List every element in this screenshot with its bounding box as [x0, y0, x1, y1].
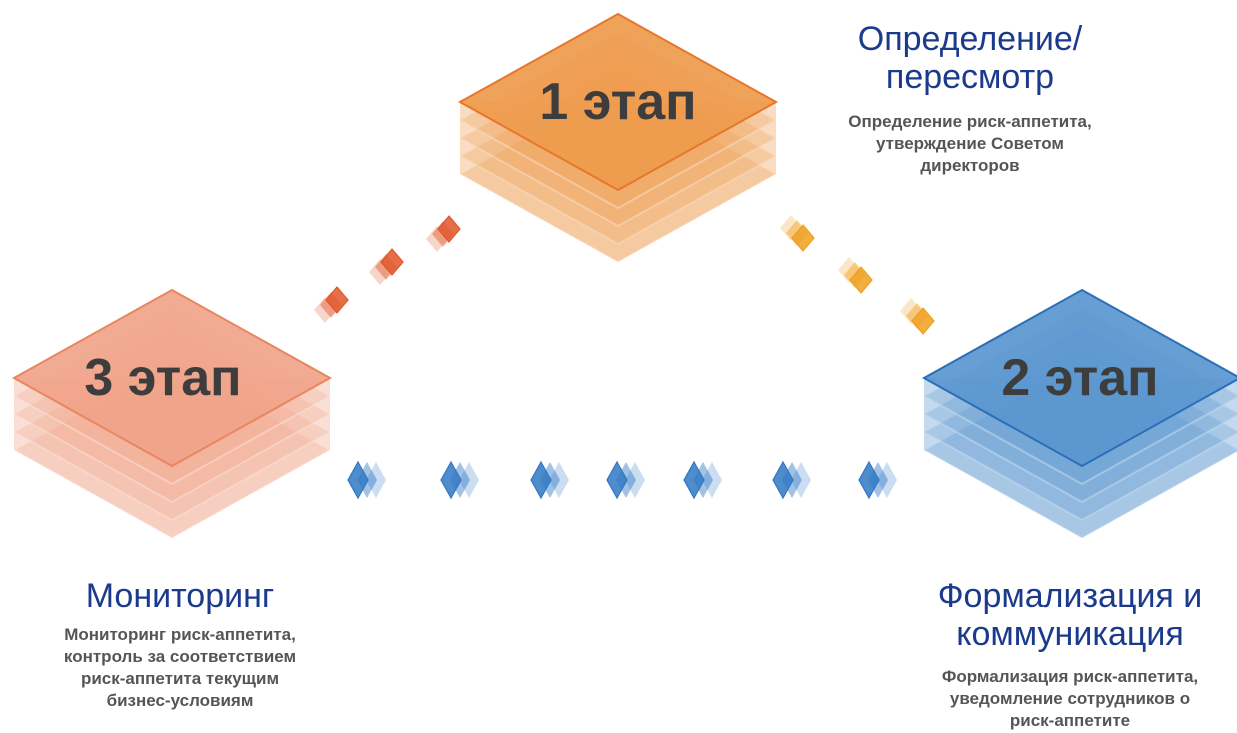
stage-2-desc-line: уведомление сотрудников о: [949, 689, 1191, 708]
connector-red-marker-shape: [380, 248, 404, 276]
stage-1-block: [457, 12, 779, 264]
stage-3-title-line: Мониторинг: [85, 577, 275, 615]
connector-blue-marker: [530, 460, 569, 500]
stage-1-block-top-face: [457, 12, 779, 192]
connector-blue-marker: [347, 460, 386, 500]
stage-3-block-top-face: [11, 288, 333, 468]
connector-blue-marker-shape: [530, 460, 552, 500]
stage-3-desc-line: бизнес-условиям: [106, 691, 254, 710]
connector-red-marker: [314, 286, 349, 323]
stage-2-desc-line: риск-аппетите: [1009, 711, 1131, 730]
stage-3-block: [11, 288, 333, 540]
connector-orange-marker-shape: [849, 266, 873, 294]
connector-blue-marker-shape: [440, 460, 462, 500]
stage-1-desc-line: директоров: [920, 156, 1020, 175]
stage-1-description: Определение риск-аппетита, утверждение С…: [800, 111, 1140, 177]
connector-blue-marker-shape: [772, 460, 794, 500]
stage-1-desc-line: утверждение Советом: [876, 134, 1064, 153]
stage-3-desc-line: контроль за соответствием: [63, 647, 297, 666]
connector-orange-marker: [838, 257, 873, 294]
stage-2-label: 2 этап: [1001, 349, 1158, 407]
stage-1-label: 1 этап: [539, 73, 696, 131]
connector-red-marker: [426, 215, 461, 252]
stage-1-desc-line: Определение риск-аппетита,: [848, 112, 1092, 131]
stage-2-title: Формализация и коммуникация: [905, 577, 1235, 653]
connector-orange-marker: [900, 298, 935, 335]
stage-2-title-line: коммуникация: [956, 615, 1184, 653]
stage-1-title: Определение/ пересмотр: [800, 20, 1140, 96]
connector-orange-marker-shape: [791, 224, 815, 252]
connector-blue-marker-shape: [858, 460, 880, 500]
connector-blue-marker: [858, 460, 897, 500]
connector-blue-marker-shape: [606, 460, 628, 500]
connector-blue-marker: [772, 460, 811, 500]
connector-blue-marker-shape: [625, 462, 645, 498]
stage-2-block-top-face: [921, 288, 1237, 468]
connector-orange-marker: [780, 215, 815, 252]
stage-2-title-line: Формализация и: [937, 577, 1203, 615]
connector-markers: [314, 215, 935, 500]
connector-blue-marker-shape: [702, 462, 722, 498]
connector-blue-marker-shape: [366, 462, 386, 498]
stage-3-desc-line: риск-аппетита текущим: [80, 669, 280, 688]
connector-blue-marker-shape: [791, 462, 811, 498]
stage-3-desc-line: Мониторинг риск-аппетита,: [64, 625, 296, 644]
stage-2-desc-line: Формализация риск-аппетита,: [941, 667, 1199, 686]
connector-blue-marker-shape: [877, 462, 897, 498]
stage-1-title-line: Определение/: [857, 20, 1083, 58]
connector-orange-marker-shape: [911, 307, 935, 335]
connector-blue-marker: [440, 460, 479, 500]
stage-3-label: 3 этап: [84, 349, 241, 407]
connector-blue-marker-shape: [549, 462, 569, 498]
connector-red-marker: [369, 248, 404, 285]
connector-red-marker-shape: [437, 215, 461, 243]
stage-3-description: Мониторинг риск-аппетита, контроль за со…: [20, 624, 340, 712]
connector-blue-marker: [683, 460, 722, 500]
connector-blue-marker-shape: [347, 460, 369, 500]
stage-1-title-line: пересмотр: [885, 58, 1055, 96]
connector-blue-marker: [606, 460, 645, 500]
stage-3-title: Мониторинг: [20, 577, 340, 615]
stage-2-description: Формализация риск-аппетита, уведомление …: [905, 666, 1235, 732]
connector-blue-marker-shape: [459, 462, 479, 498]
stage-2-block: [921, 288, 1237, 540]
connector-blue-marker-shape: [683, 460, 705, 500]
connector-red-marker-shape: [325, 286, 349, 314]
